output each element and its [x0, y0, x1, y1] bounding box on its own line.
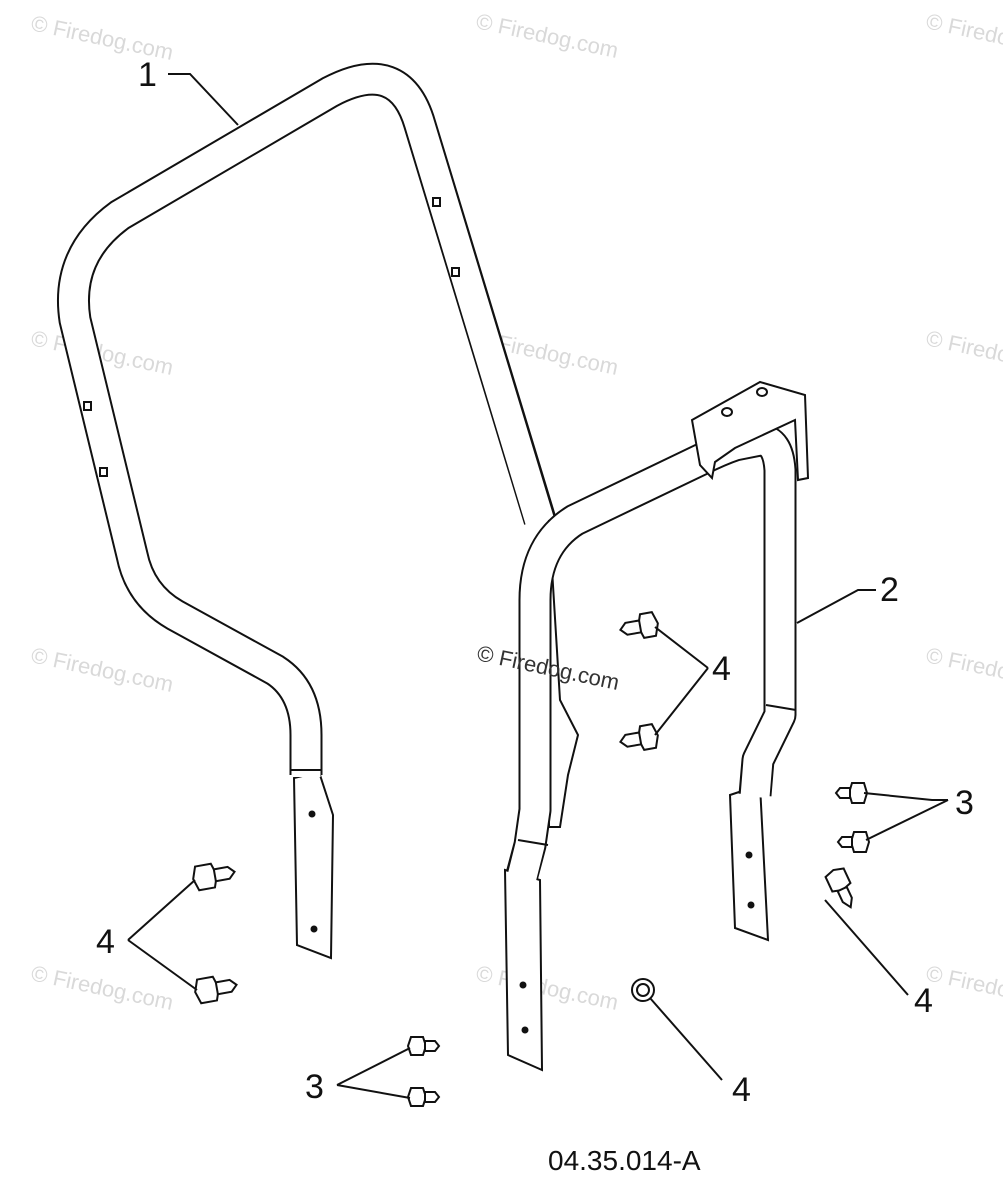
- leader-line-1: [168, 73, 239, 126]
- leader-line-3: [865, 799, 949, 841]
- callout-2: 2: [880, 571, 899, 609]
- leader-line-3: [336, 1084, 411, 1099]
- bolt-4: [824, 867, 853, 909]
- mount-hole: [521, 1026, 529, 1034]
- bolt-head: [824, 867, 852, 893]
- bracket-hole: [756, 387, 768, 397]
- leader-line-4: [127, 939, 198, 991]
- bolt-4: [619, 723, 659, 751]
- screw-3: [834, 782, 869, 804]
- tube-tab: [432, 197, 441, 207]
- part-2-front-hoop: [503, 380, 810, 1072]
- bracket-hole: [721, 407, 733, 417]
- leader-line-3: [336, 1047, 411, 1086]
- callout-3: 3: [305, 1068, 324, 1106]
- watermark-text: © Firedog.com: [29, 642, 176, 697]
- bolt-head: [631, 978, 655, 1002]
- bolt-shank: [214, 978, 238, 996]
- part-2-top-bracket: [690, 380, 810, 482]
- screw-shank: [834, 787, 851, 799]
- screw-3: [836, 831, 871, 853]
- leader-line-4: [654, 626, 709, 669]
- tube-tab: [99, 467, 108, 477]
- bolt-head: [194, 975, 220, 1005]
- tube-tab: [83, 401, 92, 411]
- part-2-left-plate: [503, 868, 544, 1072]
- part-1-rear-hoop: [56, 62, 580, 960]
- watermark-text: © Firedog.com: [924, 325, 1003, 380]
- bolt-shank: [619, 619, 643, 636]
- leader-line-4: [824, 899, 909, 996]
- bolt-4: [619, 611, 659, 639]
- screw-shank: [836, 836, 853, 848]
- screw-head: [406, 1036, 428, 1056]
- watermark-text: © Firedog.com: [474, 960, 621, 1015]
- callout-labels: 1 2 3 3 4 4 4 4: [96, 56, 974, 1109]
- figure-code: 04.35.014-A: [548, 1145, 701, 1176]
- watermark-text: © Firedog.com: [924, 642, 1003, 697]
- bolt-4: [194, 975, 238, 1005]
- watermark-text: © Firedog.com: [924, 8, 1003, 63]
- mount-hole: [519, 981, 527, 989]
- screw-shank: [424, 1040, 441, 1052]
- tube-crimp: [765, 704, 797, 711]
- watermark-text: © Firedog.com: [474, 8, 621, 63]
- bolt-head-face: [636, 983, 650, 997]
- leader-line-4: [127, 879, 196, 941]
- screw-head: [849, 831, 871, 853]
- screw-head: [406, 1087, 428, 1107]
- hardware-item-4: [192, 611, 853, 1005]
- hardware-item-3: [406, 782, 871, 1107]
- part-2-right-plate: [728, 783, 770, 942]
- screw-3: [406, 1087, 441, 1107]
- callout-3: 3: [955, 784, 974, 822]
- leader-line-3: [863, 792, 948, 801]
- screw-shank: [424, 1091, 441, 1103]
- mount-hole: [745, 851, 753, 859]
- callout-1: 1: [138, 56, 157, 94]
- leader-line-2: [796, 589, 876, 624]
- tube-crimp: [517, 839, 549, 846]
- mount-hole: [308, 810, 316, 818]
- bolt-shank: [836, 885, 853, 909]
- callout-4: 4: [914, 982, 933, 1020]
- mount-hole: [310, 925, 318, 933]
- mount-hole: [747, 901, 755, 909]
- part-1-tube-fill: [58, 64, 554, 777]
- watermark-text: © Firedog.com: [29, 960, 176, 1015]
- screw-3: [406, 1036, 441, 1056]
- leader-line-4: [654, 667, 709, 736]
- leader-lines: [127, 73, 949, 1099]
- callout-4: 4: [96, 923, 115, 961]
- bolt-4: [631, 978, 655, 1002]
- tube-tab: [451, 267, 460, 277]
- bolt-shank: [619, 731, 643, 748]
- leader-line-4: [649, 997, 723, 1081]
- callout-4: 4: [732, 1071, 751, 1109]
- bolt-shank: [212, 865, 236, 883]
- bolt-head: [192, 862, 218, 892]
- callout-4: 4: [712, 650, 731, 688]
- bolt-4: [192, 862, 236, 892]
- watermark-text: © Firedog.com: [924, 960, 1003, 1015]
